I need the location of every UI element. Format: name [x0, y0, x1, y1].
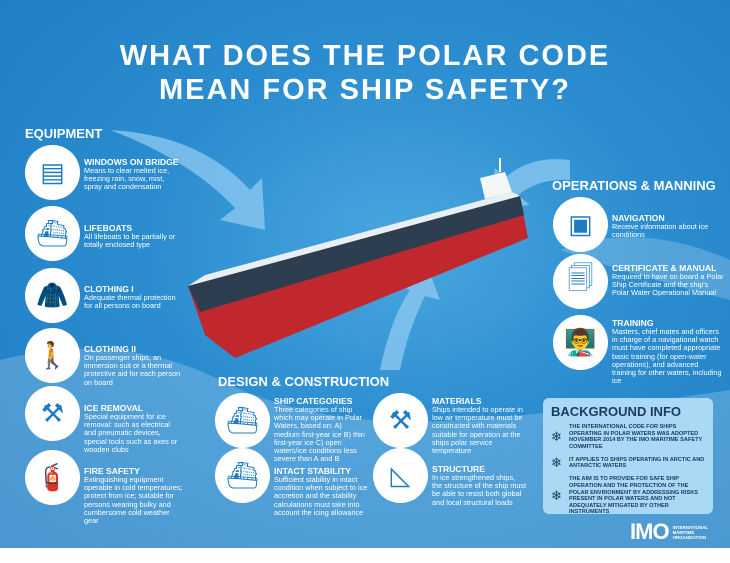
fire-extinguisher-icon: 🧯 — [36, 462, 69, 492]
ice-tools-icon: ⚒ — [40, 398, 65, 428]
set-square-icon-circle: ◺ — [373, 448, 428, 503]
item-title: WINDOWS ON BRIDGE — [84, 157, 179, 167]
item-text: Adequate thermal protection for all pers… — [84, 293, 176, 311]
item-title: MATERIALS — [432, 396, 482, 406]
imo-logo: IMO INTERNATIONAL MARITIME ORGANIZATION — [630, 519, 713, 545]
jacket-icon: 🧥 — [36, 280, 69, 310]
design-heading: DESIGN & CONSTRUCTION — [218, 374, 390, 389]
background-info-item: ❄ THE INTERNATIONAL CODE FOR SHIPS OPERAT… — [551, 424, 705, 450]
snowflake-icon: ❄ — [551, 429, 562, 445]
fire-extinguisher-icon-circle: 🧯 — [25, 450, 80, 505]
materials-icon: ⚒ — [388, 405, 413, 435]
background-info-item: ❄ IT APPLIES TO SHIPS OPERATING IN ARCTIC… — [551, 455, 705, 471]
set-square-icon: ◺ — [390, 460, 411, 490]
immersion-suit-icon: 🚶 — [36, 340, 69, 370]
bridge-icon-circle: ▤ — [25, 145, 80, 200]
ship-superstructure — [480, 172, 512, 199]
ice-tools-icon-circle: ⚒ — [25, 386, 80, 441]
imo-logo-name: INTERNATIONAL MARITIME ORGANIZATION — [672, 524, 709, 540]
item-text: In ice strengthened ships, the structure… — [432, 473, 527, 507]
item-title: INTACT STABILITY — [274, 466, 352, 476]
stability-icon: ⛴ — [225, 460, 259, 490]
background-info-heading: BACKGROUND INFO — [551, 404, 681, 419]
immersion-suit-icon-circle: 🚶 — [25, 328, 80, 383]
bridge-icon: ▤ — [40, 157, 65, 187]
item-text: Ships intended to operate in low air tem… — [432, 405, 523, 456]
background-info-item: ❄ THE AIM IS TO PROVIDE FOR SAFE SHIP OPE… — [551, 476, 705, 516]
item-text: Receive information about ice conditions — [612, 222, 709, 240]
ship-hull-topside — [188, 196, 524, 312]
title-line-2: MEAN FOR SHIP SAFETY? — [158, 74, 572, 106]
arrow-equipment — [110, 130, 265, 230]
item-text: Masters, chief mates and officers in cha… — [612, 327, 722, 386]
item-text: Special equipment for ice removal: such … — [84, 412, 178, 454]
jacket-icon-circle: 🧥 — [25, 268, 80, 323]
item-title: SHIP CATEGORIES — [274, 396, 353, 406]
ship-deck — [188, 192, 520, 286]
lifeboat-icon: ⛴ — [35, 218, 69, 248]
training-icon: 👨‍🏫 — [564, 327, 597, 357]
item-text: Sufficient stability in intact condition… — [274, 475, 368, 517]
background-info-text: THE AIM IS TO PROVIDE FOR SAFE SHIP OPER… — [569, 476, 698, 516]
item-text: Extinguishing equipment operable in cold… — [84, 475, 183, 526]
background-info-text: THE INTERNATIONAL CODE FOR SHIPS OPERATI… — [569, 424, 703, 450]
title-line-1: WHAT DOES THE POLAR CODE — [119, 40, 611, 72]
item-text: Three categories of ship which may opera… — [274, 405, 365, 464]
infographic-poster: WHAT DOES THE POLAR CODE MEAN FOR SHIP S… — [0, 0, 730, 548]
imo-logo-mark: IMO — [630, 519, 670, 544]
item-title: TRAINING — [612, 318, 654, 328]
item-title: NAVIGATION — [612, 213, 665, 223]
item-title: CLOTHING I — [84, 284, 134, 294]
item-title: CLOTHING II — [84, 344, 137, 354]
training-icon-circle: 👨‍🏫 — [553, 315, 608, 370]
stability-icon-circle: ⛴ — [215, 448, 270, 503]
navigation-device-icon-circle: ▣ — [553, 197, 608, 252]
item-text: All lifeboats to be partially or totally… — [84, 232, 176, 250]
navigation-device-icon: ▣ — [568, 209, 593, 239]
item-title: LIFEBOATS — [84, 223, 133, 233]
snowflake-icon: ❄ — [551, 455, 562, 471]
background-info-text: IT APPLIES TO SHIPS OPERATING IN ARCTIC … — [569, 456, 705, 470]
documents-icon-circle: 🗐 — [553, 254, 608, 309]
ship-categories-icon: ⛴ — [225, 405, 259, 435]
item-text: On passenger ships, an immersion suit or… — [84, 353, 181, 387]
item-text: Means to clear melted ice, freezing rain… — [84, 166, 170, 192]
documents-icon: 🗐 — [567, 262, 594, 293]
ice-floe — [560, 237, 730, 300]
snowflake-icon: ❄ — [551, 488, 562, 504]
background-info-box: BACKGROUND INFO ❄ THE INTERNATIONAL CODE … — [543, 398, 713, 516]
equipment-heading: EQUIPMENT — [25, 126, 103, 141]
item-text: Required to have on board a Polar Ship C… — [612, 272, 724, 298]
materials-icon-circle: ⚒ — [373, 393, 428, 448]
lifeboat-icon-circle: ⛴ — [25, 206, 80, 261]
item-title: CERTIFICATE & MANUAL — [612, 263, 717, 273]
operations-heading: OPERATIONS & MANNING — [552, 178, 716, 193]
item-title: FIRE SAFETY — [84, 466, 140, 476]
arrow-design — [380, 260, 440, 370]
item-title: ICE REMOVAL — [84, 403, 144, 413]
item-title: STRUCTURE — [432, 464, 485, 474]
ship-categories-icon-circle: ⛴ — [215, 393, 270, 448]
